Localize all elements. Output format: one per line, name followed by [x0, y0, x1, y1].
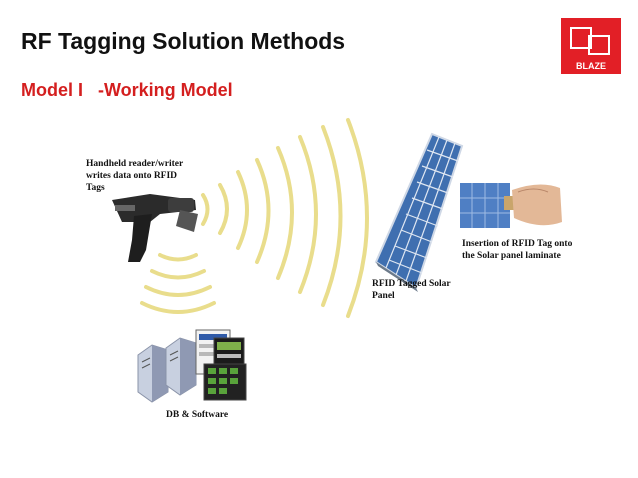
wave-arc: [201, 193, 210, 226]
caption-handheld-reader: Handheld reader/writer writes data onto …: [86, 158, 183, 194]
caption-line: the Solar panel laminate: [462, 251, 561, 261]
tag-insertion-photo: [460, 183, 562, 228]
slide-title: RF Tagging Solution Methods: [21, 28, 346, 54]
slide-subtitle: Model I -Working Model: [21, 80, 233, 100]
caption-solar-panel: RFID Tagged Solar Panel: [372, 278, 451, 302]
caption-line: writes data onto RFID: [86, 171, 178, 181]
wave-arc: [321, 125, 343, 307]
radio-waves: [140, 118, 369, 318]
logo-text: BLAZE: [576, 61, 606, 71]
wave-arc: [236, 170, 249, 250]
server-icons: [137, 337, 197, 403]
caption-line: RFID Tagged Solar: [372, 279, 451, 289]
wave-arc: [158, 253, 198, 262]
caption-line: Tags: [86, 183, 105, 193]
handheld-reader-icon: [112, 194, 198, 262]
caption-line: Panel: [372, 291, 395, 301]
wave-arc: [140, 301, 216, 314]
server-icon: [137, 344, 169, 403]
wave-arc: [144, 285, 212, 297]
wave-arc: [298, 135, 318, 294]
wave-arc: [276, 146, 294, 280]
software-screens-icon: [195, 329, 247, 401]
wave-arc: [255, 158, 271, 264]
caption-db-software: DB & Software: [166, 410, 229, 420]
server-icon: [165, 337, 197, 396]
blaze-logo: BLAZE: [561, 18, 621, 74]
wave-arc: [150, 269, 206, 280]
caption-line: Insertion of RFID Tag onto: [462, 239, 573, 249]
wave-arc: [218, 183, 229, 235]
caption-tag-insertion: Insertion of RFID Tag onto the Solar pan…: [462, 238, 572, 262]
wave-arc: [346, 118, 369, 318]
caption-line: Handheld reader/writer: [86, 159, 184, 169]
solar-panel-icon: [374, 132, 464, 292]
